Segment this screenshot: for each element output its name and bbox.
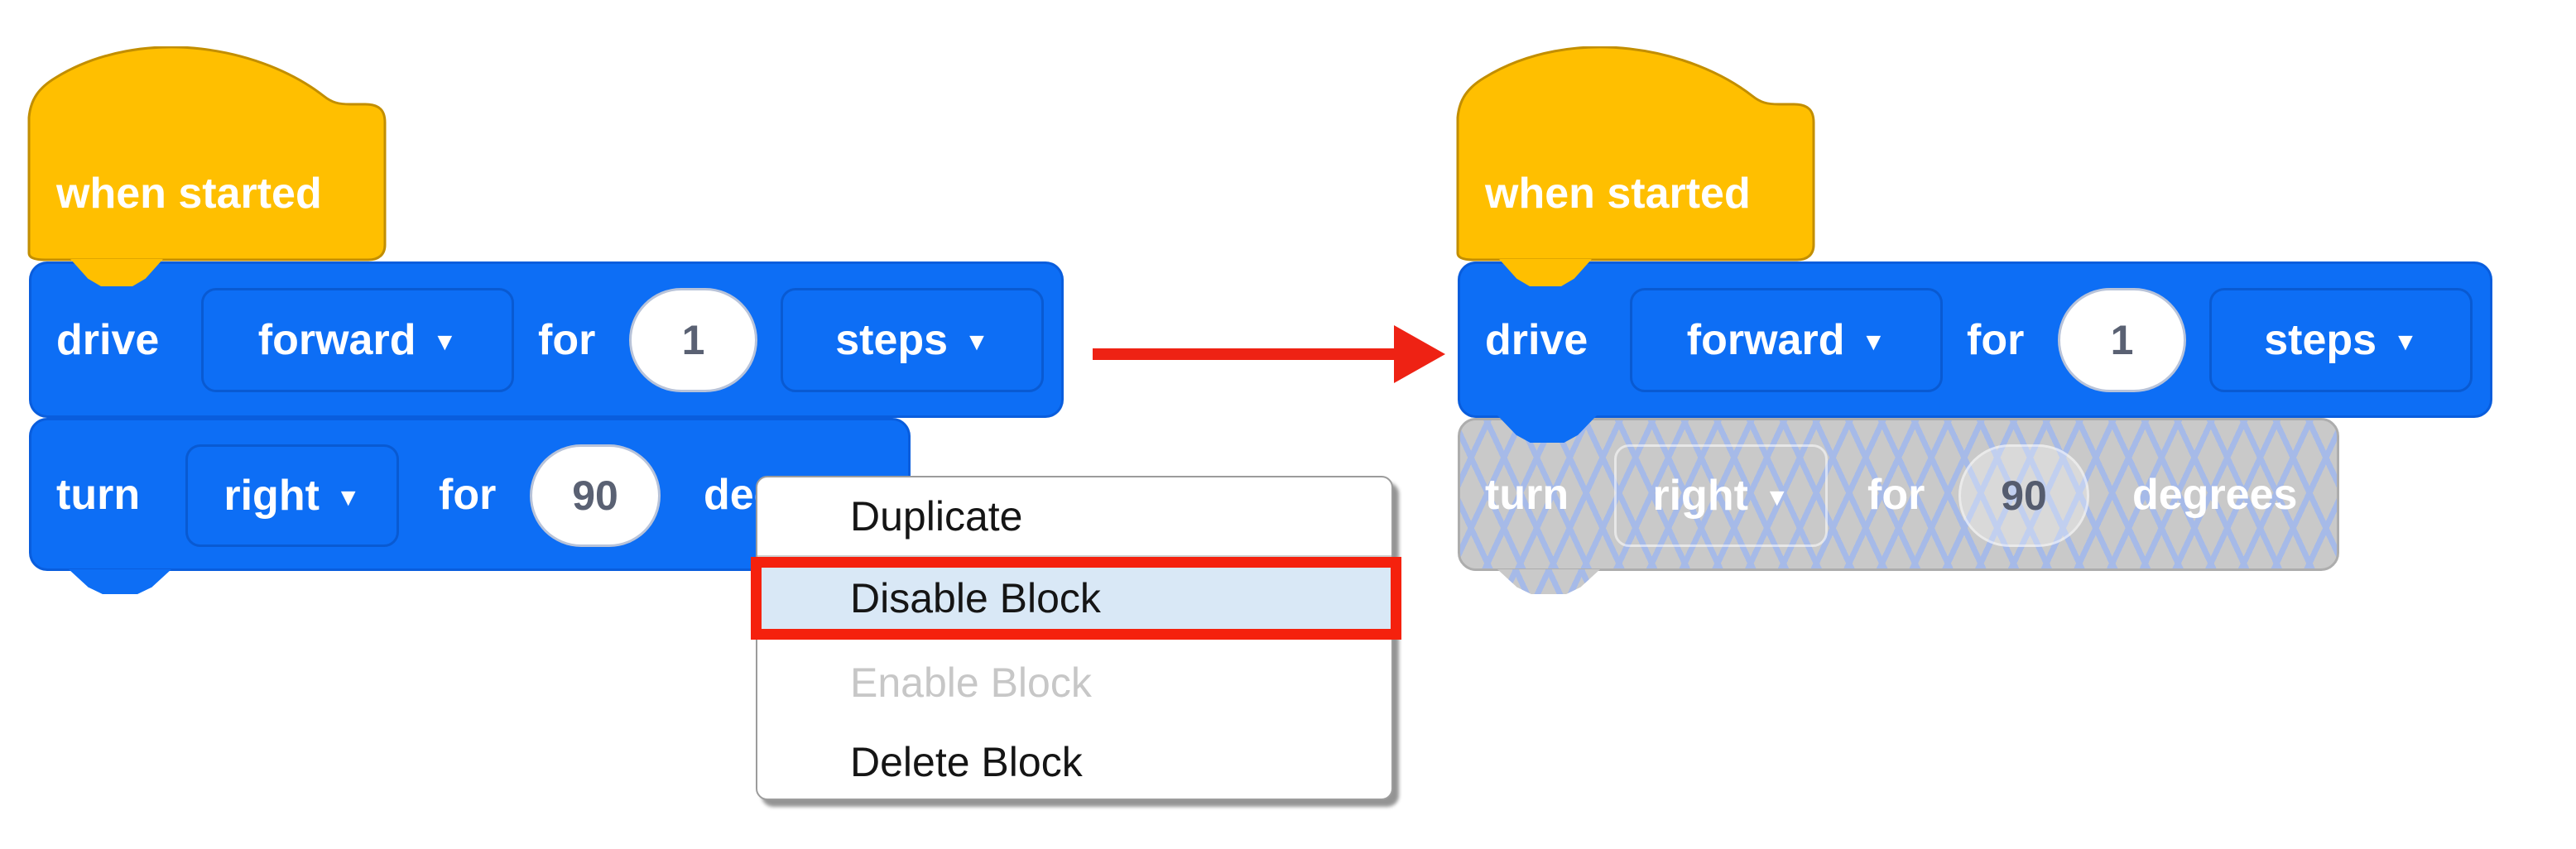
- menu-item-label: Enable Block: [850, 660, 1092, 706]
- turn-block-bottom-tab-disabled: [1497, 569, 1600, 594]
- drive-distance-value: 1: [2110, 317, 2134, 363]
- when-started-block[interactable]: when started: [27, 46, 387, 261]
- menu-item-label: Delete Block: [850, 739, 1083, 785]
- drive-direction-dropdown[interactable]: forward ▼: [201, 288, 514, 392]
- hat-block-shape: [27, 46, 387, 261]
- drive-unit-dropdown[interactable]: steps ▼: [781, 288, 1044, 392]
- turn-angle-value: 90: [572, 472, 618, 519]
- chevron-down-icon: ▼: [2393, 329, 2418, 356]
- drive-direction-value: forward: [257, 316, 416, 364]
- turn-block-bottom-tab: [69, 569, 171, 594]
- menu-item-delete-block[interactable]: Delete Block: [757, 722, 1391, 802]
- turn-angle-input[interactable]: 90: [1958, 444, 2089, 547]
- drive-unit-dropdown[interactable]: steps ▼: [2209, 288, 2473, 392]
- turn-direction-value: right: [223, 472, 320, 520]
- drive-unit-value: steps: [835, 316, 949, 364]
- drive-verb-label: drive: [1485, 315, 1588, 364]
- chevron-down-icon: ▼: [335, 484, 361, 511]
- hat-block-shape: [1456, 46, 1815, 261]
- menu-item-label: Duplicate: [850, 493, 1023, 540]
- drive-unit-value: steps: [2264, 316, 2377, 364]
- drive-distance-input[interactable]: 1: [2058, 288, 2186, 392]
- turn-angle-input[interactable]: 90: [530, 444, 661, 547]
- chevron-down-icon: ▼: [1764, 484, 1790, 511]
- menu-item-label: Disable Block: [850, 575, 1101, 621]
- drive-verb-label: drive: [56, 315, 160, 364]
- turn-angle-value: 90: [2001, 472, 2047, 519]
- drive-direction-value: forward: [1686, 316, 1845, 364]
- drive-direction-dropdown[interactable]: forward ▼: [1630, 288, 1943, 392]
- drive-distance-input[interactable]: 1: [629, 288, 757, 392]
- chevron-down-icon: ▼: [1861, 329, 1886, 356]
- turn-for-label: for: [439, 470, 497, 519]
- turn-unit-label: degrees: [2132, 470, 2298, 519]
- drive-block-result[interactable]: drive forward ▼ for 1 steps ▼: [1458, 261, 2492, 418]
- menu-item-disable-block-highlighted[interactable]: Disable Block: [751, 557, 1401, 640]
- hat-label: when started: [1485, 170, 1751, 218]
- turn-for-label: for: [1867, 470, 1925, 519]
- turn-direction-value: right: [1652, 472, 1748, 520]
- menu-item-duplicate[interactable]: Duplicate: [757, 477, 1391, 557]
- turn-direction-dropdown[interactable]: right ▼: [1614, 444, 1828, 547]
- red-arrow-icon: [1093, 325, 1445, 383]
- turn-block-disabled[interactable]: turn right ▼ for 90 degrees: [1458, 418, 2339, 571]
- drive-distance-value: 1: [681, 317, 705, 363]
- turn-verb-label: turn: [56, 470, 141, 519]
- when-started-block-result[interactable]: when started: [1456, 46, 1815, 261]
- chevron-down-icon: ▼: [964, 329, 989, 356]
- turn-direction-dropdown[interactable]: right ▼: [185, 444, 399, 547]
- turn-verb-label: turn: [1485, 470, 1569, 519]
- drive-for-label: for: [1967, 315, 2025, 364]
- hat-label: when started: [56, 170, 322, 218]
- block-context-menu: Duplicate Disable Block Enable Block Del…: [751, 476, 1401, 802]
- chevron-down-icon: ▼: [432, 329, 458, 356]
- drive-for-label: for: [538, 315, 596, 364]
- drive-block[interactable]: drive forward ▼ for 1 steps ▼: [29, 261, 1064, 418]
- menu-item-enable-block: Enable Block: [757, 643, 1391, 722]
